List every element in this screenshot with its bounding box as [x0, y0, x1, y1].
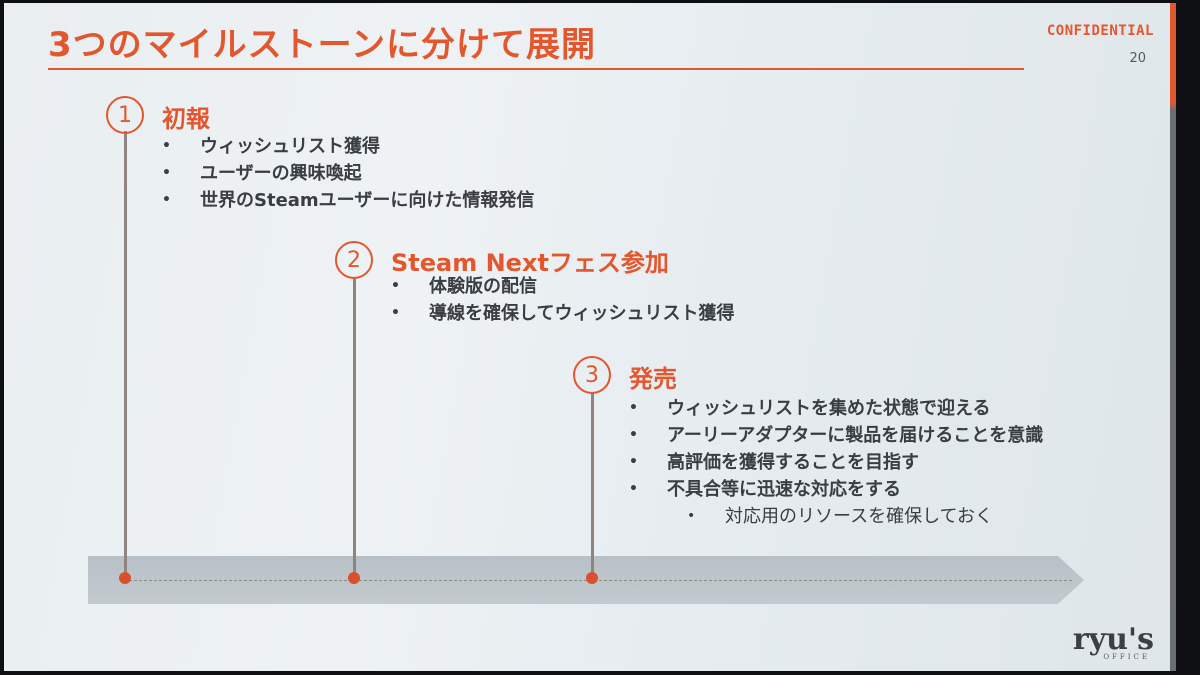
bullet-icon: • — [391, 278, 400, 294]
milestone-2-number-circle: 2 — [335, 241, 373, 279]
milestone-3-timeline-dot — [586, 572, 598, 584]
milestone-3-bullet-list: •ウィッシュリストを集めた状態で迎える •アーリーアダプターに製品を届けることを… — [629, 395, 1043, 530]
list-item: •世界のSteamユーザーに向けた情報発信 — [162, 187, 534, 214]
bullet-icon: • — [162, 138, 171, 154]
milestone-2-timeline-dot — [348, 572, 360, 584]
milestone-2-stem — [353, 279, 356, 577]
sub-list-item: •対応用のリソースを確保しておく — [629, 503, 1043, 530]
slide-edge-bar — [1170, 3, 1176, 671]
milestone-1-number: 1 — [118, 102, 132, 128]
bullet-icon: • — [162, 192, 171, 208]
list-item: •高評価を獲得することを目指す — [629, 449, 1043, 476]
logo-wordmark: ryu's — [1072, 622, 1154, 657]
milestone-1-stem — [124, 131, 127, 577]
list-item: •ユーザーの興味喚起 — [162, 160, 534, 187]
confidential-label: CONFIDENTIAL — [1046, 23, 1154, 39]
title-underline — [48, 68, 1024, 70]
list-item: •アーリーアダプターに製品を届けることを意識 — [629, 422, 1043, 449]
bullet-icon: • — [629, 481, 638, 497]
timeline-dashed-line — [124, 580, 1072, 581]
list-item: •導線を確保してウィッシュリスト獲得 — [391, 300, 734, 327]
bullet-icon: • — [629, 427, 638, 443]
milestone-3-number-circle: 3 — [573, 356, 611, 394]
list-item: •ウィッシュリスト獲得 — [162, 133, 534, 160]
slide-title: 3つのマイルストーンに分けて展開 — [48, 25, 596, 65]
bullet-icon: • — [162, 165, 171, 181]
list-item: •ウィッシュリストを集めた状態で迎える — [629, 395, 1043, 422]
milestone-1-bullet-list: •ウィッシュリスト獲得 •ユーザーの興味喚起 •世界のSteamユーザーに向けた… — [162, 133, 534, 214]
slide: 3つのマイルストーンに分けて展開 CONFIDENTIAL 20 1 初報 •ウ… — [4, 3, 1176, 671]
logo-subtext: OFFICE — [1103, 653, 1150, 661]
milestone-3-stem — [591, 393, 594, 577]
milestone-2-number: 2 — [347, 247, 361, 273]
milestone-1-title: 初報 — [162, 105, 210, 133]
milestone-3-number: 3 — [585, 362, 599, 388]
page-number: 20 — [1129, 51, 1146, 66]
bullet-icon: • — [629, 400, 638, 416]
milestone-1-timeline-dot — [119, 572, 131, 584]
ryus-office-logo: ryu's OFFICE — [1072, 622, 1154, 662]
list-item: •体験版の配信 — [391, 273, 734, 300]
milestone-3-title: 発売 — [629, 365, 677, 393]
milestone-2-title: Steam Nextフェス参加 — [391, 249, 669, 277]
milestone-2-bullet-list: •体験版の配信 •導線を確保してウィッシュリスト獲得 — [391, 273, 734, 327]
milestone-1-number-circle: 1 — [106, 96, 144, 134]
list-item: •不具合等に迅速な対応をする — [629, 476, 1043, 503]
bullet-icon: • — [687, 508, 696, 524]
bullet-icon: • — [629, 454, 638, 470]
bullet-icon: • — [391, 305, 400, 321]
